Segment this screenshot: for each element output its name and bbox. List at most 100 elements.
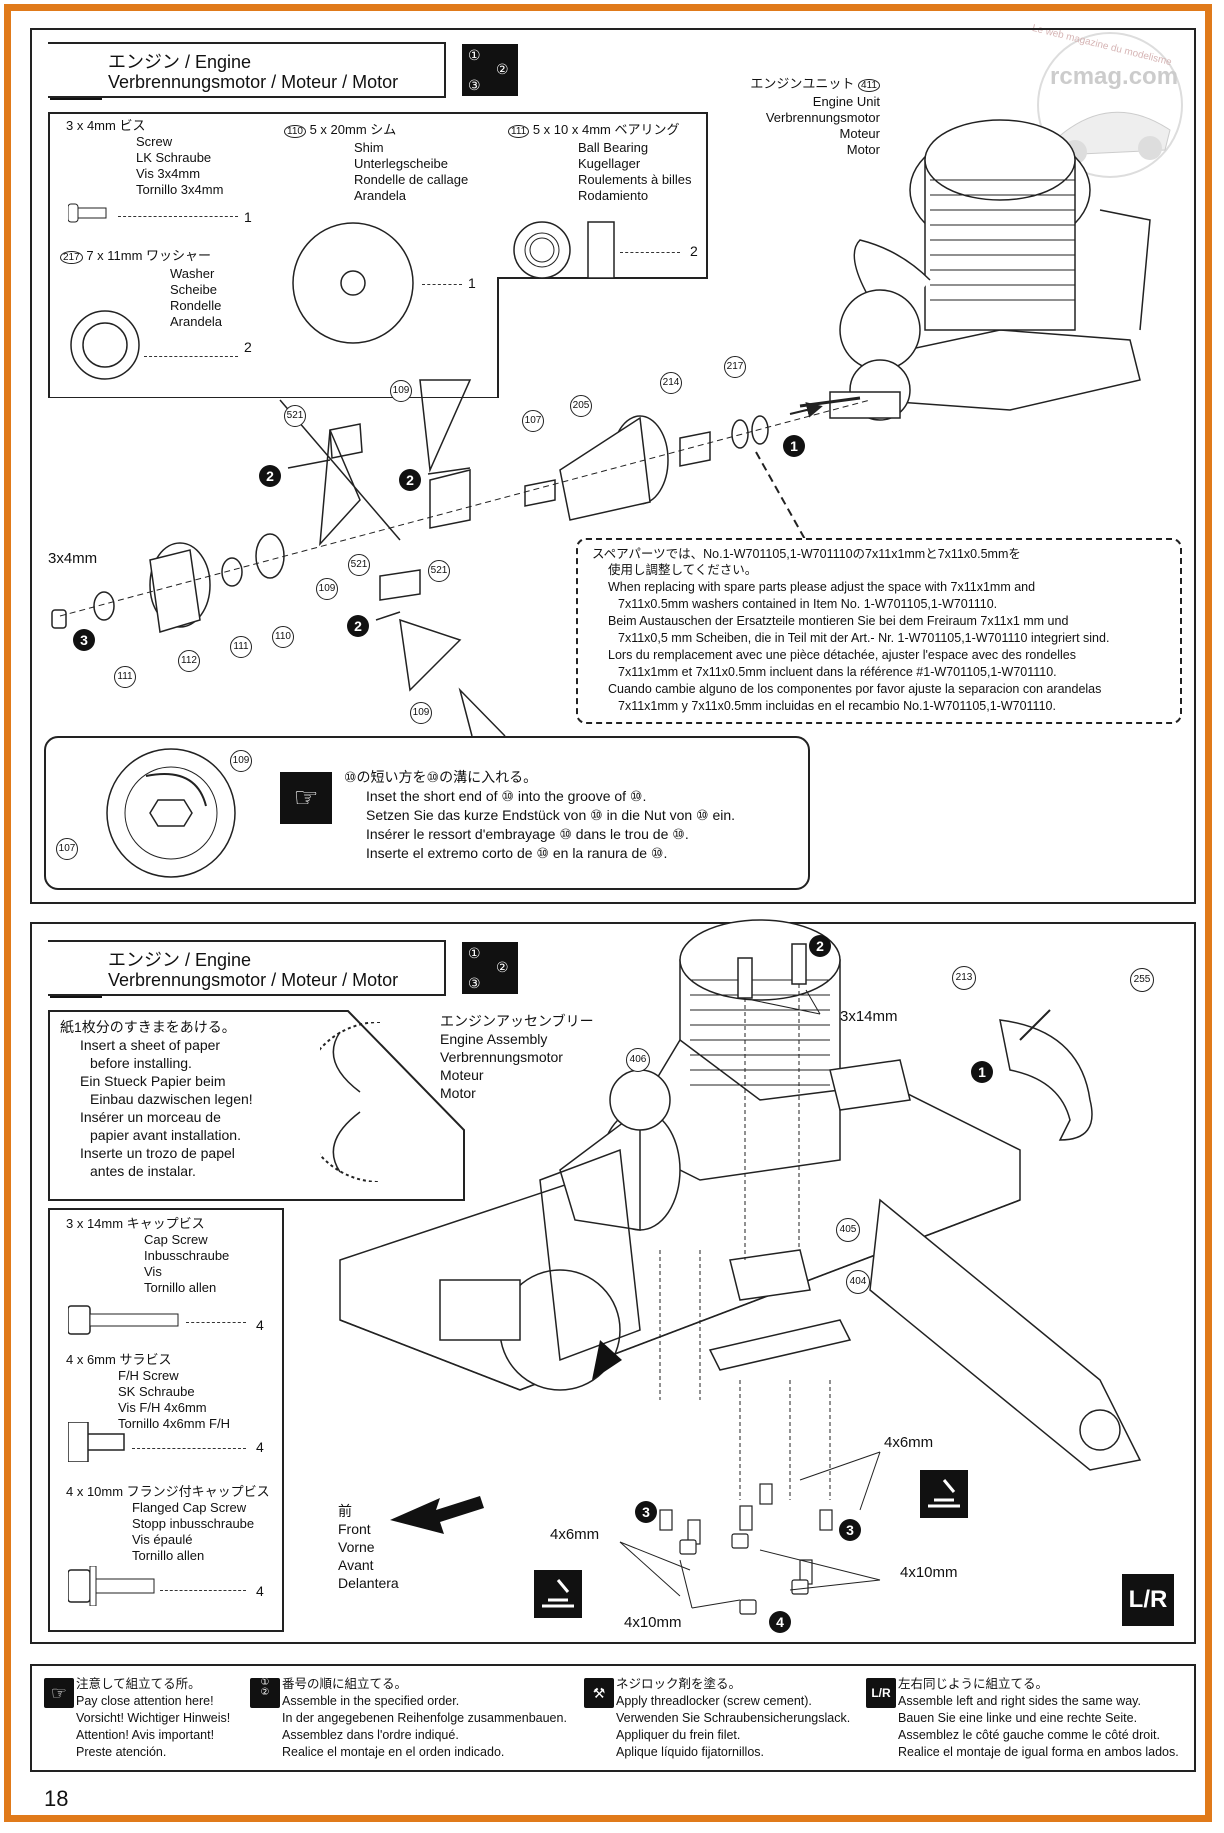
- qty-leader: [144, 356, 238, 357]
- part-name: Kugellager: [578, 156, 641, 171]
- part-name: Arandela: [170, 314, 223, 329]
- legend-line: Vorsicht! Wichtiger Hinweis!: [76, 1711, 231, 1725]
- step26-panel: [30, 28, 1196, 904]
- legend-line: Attention! Avis important!: [76, 1728, 215, 1742]
- note-line: Inserte el extremo corto de ⑩ en la ranu…: [366, 845, 668, 861]
- callout-text: 404: [849, 1276, 867, 1287]
- callout-text: 109: [412, 707, 430, 718]
- note-line: Lors du remplacement avec une pièce déta…: [608, 648, 1076, 662]
- part-name: Tornillo 3x4mm: [136, 182, 224, 197]
- note-line: Cuando cambie alguno de los componentes …: [608, 682, 1102, 696]
- legend-line: In der angegebenen Reihenfolge zusammenb…: [282, 1711, 567, 1725]
- page-border: [4, 4, 1212, 1822]
- part-name: F/H Screw: [118, 1368, 179, 1383]
- step26-title: エンジン / Engine Verbrennungsmotor / Moteur…: [48, 42, 446, 98]
- callout-521: 521: [348, 554, 370, 576]
- qty-leader: [160, 1590, 246, 1591]
- screw-3x4-icon: [68, 202, 108, 224]
- qty-leader: [422, 284, 462, 285]
- note-line: 使用し調整してください。: [608, 563, 758, 577]
- callout-text: 109: [318, 583, 336, 594]
- engine-unit-en: Engine Unit: [812, 94, 880, 109]
- legend-item-left-right: L/R 左右同じように組立てる。 Assemble left and right…: [866, 1676, 1186, 1766]
- callout-111: 111: [508, 125, 530, 138]
- screw-label-4x10-right: 4x10mm: [900, 1564, 958, 1581]
- step26-title-line2: Verbrennungsmotor / Moteur / Motor: [108, 72, 399, 92]
- label-fr: Avant: [338, 1557, 374, 1573]
- engine-unit-de: Verbrennungsmotor: [765, 110, 880, 125]
- part-name: Rodamiento: [578, 188, 649, 203]
- step27-title-line2: Verbrennungsmotor / Moteur / Motor: [108, 970, 399, 990]
- legend-line: Assemblez le côté gauche comme le côté d…: [898, 1728, 1160, 1742]
- note-line: antes de instalar.: [90, 1163, 196, 1179]
- screw-label-4x6-left: 4x6mm: [550, 1526, 600, 1543]
- gear-mesh-icon: [320, 1022, 400, 1182]
- note-line: Ein Stueck Papier beim: [80, 1073, 226, 1089]
- callout-text: 217: [726, 361, 744, 372]
- legend-line: 左右同じように組立てる。: [898, 1677, 1049, 1691]
- bearing-icon: [512, 218, 622, 284]
- engine-assembly-label: エンジンアッセンブリー Engine Assembly Verbrennungs…: [440, 1012, 594, 1102]
- callout-112: 112: [178, 650, 200, 672]
- legend-line: Assemble left and right sides the same w…: [898, 1694, 1141, 1708]
- part-name: Roulements à billes: [578, 172, 692, 187]
- attention-hand-icon: ☞: [280, 772, 332, 824]
- callout-107: 107: [522, 410, 544, 432]
- part-qty: 2: [690, 243, 698, 259]
- legend-line: ネジロック剤を塗る。: [616, 1677, 742, 1691]
- label-jp: 前: [338, 1503, 352, 1519]
- washer-icon: [68, 308, 142, 382]
- part-qty: 1: [244, 209, 252, 225]
- part-qty: 4: [256, 1317, 264, 1333]
- callout-text: 109: [392, 385, 410, 396]
- note-line: スペアパーツでは、No.1-W701105,1-W701110の7x11x1mm…: [592, 547, 1021, 561]
- note-line: 紙1枚分のすきまをあける。: [60, 1019, 236, 1035]
- part-qty: 2: [244, 339, 252, 355]
- callout-text: 112: [181, 655, 197, 666]
- callout-text: 107: [58, 843, 76, 854]
- callout-217: 217: [724, 356, 746, 378]
- callout-text: 521: [430, 565, 448, 576]
- part-name: Vis F/H 4x6mm: [118, 1400, 207, 1415]
- fh-screw-icon: [68, 1422, 128, 1462]
- watermark-text: rcmag.com: [1050, 63, 1179, 90]
- engine-unit-fr: Moteur: [839, 126, 880, 141]
- callout-109: 109: [390, 380, 412, 402]
- legend-line: Appliquer du frein filet.: [616, 1728, 741, 1742]
- part-name: Arandela: [354, 188, 407, 203]
- part-name: Vis 3x4mm: [136, 166, 201, 181]
- part-name: Flanged Cap Screw: [132, 1500, 247, 1515]
- part-name: Washer: [170, 266, 215, 281]
- lr-text: L/R: [1128, 1586, 1168, 1613]
- part-name: Tornillo allen: [144, 1280, 217, 1295]
- callout-text: 110: [275, 631, 291, 642]
- qty-leader: [118, 216, 238, 217]
- note-line: Setzen Sie das kurze Endstück von ⑩ in d…: [366, 807, 736, 823]
- callout-214: 214: [660, 372, 682, 394]
- part-name: Tornillo allen: [132, 1548, 205, 1563]
- legend-line: 番号の順に組立てる。: [282, 1677, 408, 1691]
- callout-text: 405: [839, 1224, 857, 1235]
- note-line: Beim Austauschen der Ersatzteile montier…: [608, 614, 1069, 628]
- part-qty: 4: [256, 1583, 264, 1599]
- callout-text: 205: [572, 400, 590, 411]
- callout-217: 217: [60, 251, 83, 264]
- part-qty: 4: [256, 1439, 264, 1455]
- legend-line: Aplique líquido fijatornillos.: [616, 1745, 765, 1759]
- callout-text: 214: [662, 377, 680, 388]
- engine-unit-jp: エンジンユニット: [750, 76, 855, 91]
- callout-411: 411: [858, 79, 880, 92]
- legend-bar: [30, 1664, 1196, 1772]
- part-size: 5 x 10 x 4mm ベアリング: [532, 122, 680, 137]
- callout-text: 521: [350, 559, 368, 570]
- part-size: 5 x 20mm シム: [309, 122, 397, 137]
- callout-text: 213: [955, 972, 973, 983]
- part-name: Inbusschraube: [144, 1248, 230, 1263]
- part-name: Unterlegscheibe: [354, 156, 448, 171]
- legend-line: Realice el montaje en el orden indicado.: [282, 1745, 505, 1759]
- page-number: 18: [44, 1786, 69, 1811]
- part-size: 3 x 14mm キャップビス: [66, 1216, 205, 1231]
